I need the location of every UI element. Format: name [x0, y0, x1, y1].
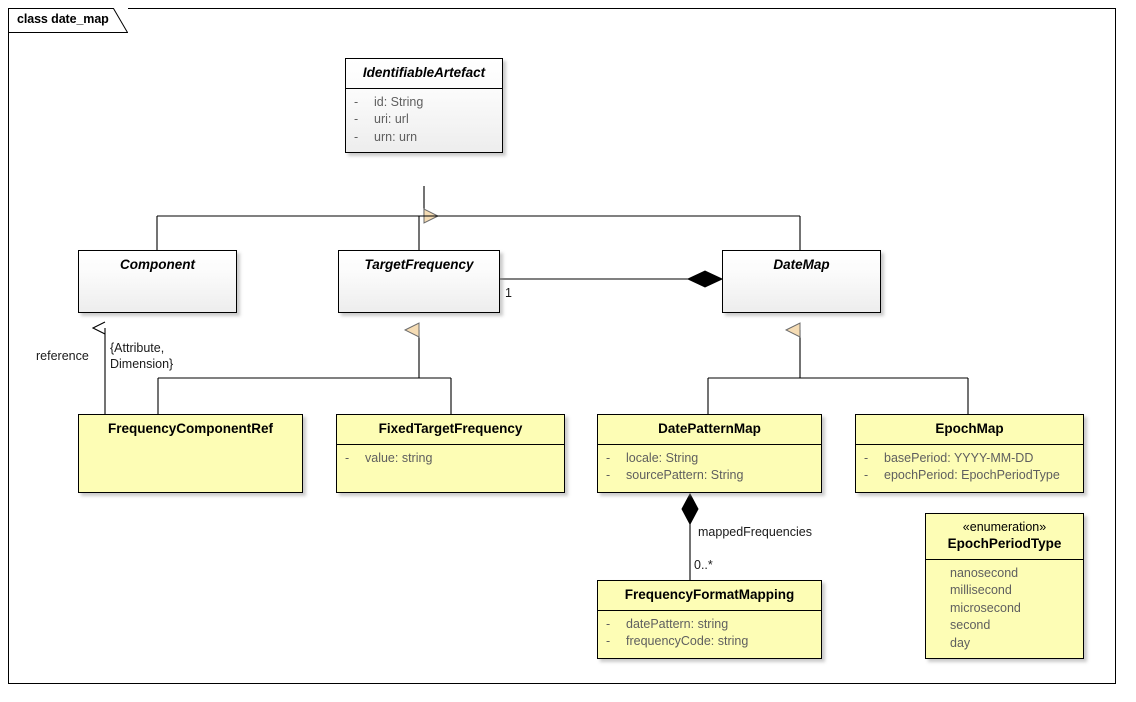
class-name-frequency-format-mapping: FrequencyFormatMapping	[624, 587, 795, 602]
attribute-row: -locale: String	[598, 450, 821, 468]
attribute-visibility: -	[606, 616, 611, 631]
attribute-visibility: -	[345, 450, 350, 465]
attribute-visibility: -	[864, 450, 869, 465]
class-name-frequency-component-ref: FrequencyComponentRef	[107, 421, 273, 436]
attribute-row: -datePattern: string	[598, 616, 821, 634]
class-date-pattern-map[interactable]: DatePatternMap -locale: String -sourcePa…	[597, 414, 822, 493]
enum-literal: nanosecond	[950, 565, 1019, 580]
class-divider	[598, 443, 821, 445]
attribute-compartment: -value: string	[337, 445, 564, 474]
attribute-visibility: -	[354, 94, 359, 109]
class-date-map[interactable]: DateMap	[722, 250, 881, 313]
attribute-compartment: -basePeriod: YYYY-MM-DD -epochPeriod: Ep…	[856, 445, 1083, 491]
edge-label-component-constraint: {Attribute, Dimension}	[110, 341, 174, 371]
literal-compartment: nanosecond millisecond microsecond secon…	[926, 560, 1083, 659]
class-divider	[346, 87, 502, 89]
attribute-visibility: -	[606, 634, 611, 649]
class-name-date-pattern-map: DatePatternMap	[658, 421, 761, 436]
class-name-component: Component	[120, 257, 195, 272]
enum-literal: second	[950, 618, 991, 632]
enumeration-stereotype: «enumeration»	[962, 520, 1047, 534]
attribute-visibility: -	[354, 112, 359, 127]
attribute-text: urn: urn	[374, 129, 418, 144]
class-name-fixed-target-frequency: FixedTargetFrequency	[378, 421, 523, 436]
diagram-title: class date_map	[17, 12, 109, 26]
attribute-text: locale: String	[626, 450, 699, 465]
diagram-frame	[8, 8, 1116, 684]
diagram-title-tab: class date_map	[8, 8, 128, 33]
attribute-text: uri: url	[374, 112, 409, 127]
class-frequency-format-mapping[interactable]: FrequencyFormatMapping -datePattern: str…	[597, 580, 822, 659]
enumeration-epoch-period-type[interactable]: «enumeration» EpochPeriodType nanosecond…	[925, 513, 1084, 659]
role-label-mapped-frequencies: mappedFrequencies	[698, 525, 812, 539]
class-name-target-frequency: TargetFrequency	[364, 257, 474, 272]
enumeration-name: EpochPeriodType	[947, 535, 1062, 551]
attribute-row: -urn: urn	[346, 129, 502, 147]
class-name-epoch-map: EpochMap	[935, 421, 1004, 436]
class-divider	[337, 443, 564, 445]
class-frequency-component-ref[interactable]: FrequencyComponentRef	[78, 414, 303, 493]
attribute-visibility: -	[864, 468, 869, 483]
attribute-visibility: -	[606, 450, 611, 465]
class-divider	[926, 558, 1083, 560]
attribute-text: epochPeriod: EpochPeriodType	[884, 468, 1060, 483]
attribute-text: sourcePattern: String	[626, 468, 744, 483]
attribute-text: basePeriod: YYYY-MM-DD	[884, 450, 1034, 465]
enum-literal: microsecond	[950, 600, 1021, 615]
attribute-row: -epochPeriod: EpochPeriodType	[856, 467, 1083, 485]
attribute-compartment: -locale: String -sourcePattern: String	[598, 445, 821, 491]
title-tab-shape	[8, 8, 128, 33]
class-divider	[856, 443, 1083, 445]
attribute-text: datePattern: string	[626, 616, 729, 631]
attribute-row: -value: string	[337, 450, 564, 468]
edge-label-reference: reference	[36, 349, 89, 363]
multiplicity-target-frequency: 1	[505, 286, 512, 300]
attribute-compartment: -id: String -uri: url -urn: urn	[346, 89, 502, 152]
class-epoch-map[interactable]: EpochMap -basePeriod: YYYY-MM-DD -epochP…	[855, 414, 1084, 493]
enum-literal: day	[950, 635, 971, 650]
class-name-identifiable-artefact: IdentifiableArtefact	[362, 65, 486, 80]
class-divider	[598, 609, 821, 611]
class-name-date-map: DateMap	[773, 257, 830, 272]
attribute-visibility: -	[606, 468, 611, 483]
attribute-text: value: string	[365, 450, 433, 465]
attribute-row: -basePeriod: YYYY-MM-DD	[856, 450, 1083, 468]
enumeration-header: «enumeration» EpochPeriodType	[926, 514, 1083, 559]
attribute-row: -frequencyCode: string	[598, 633, 821, 651]
class-component[interactable]: Component	[78, 250, 237, 313]
attribute-row: -id: String	[346, 94, 502, 112]
attribute-row: -sourcePattern: String	[598, 467, 821, 485]
multiplicity-mapped-frequencies: 0..*	[694, 558, 713, 572]
attribute-compartment: -datePattern: string -frequencyCode: str…	[598, 611, 821, 657]
class-fixed-target-frequency[interactable]: FixedTargetFrequency -value: string	[336, 414, 565, 493]
attribute-text: frequencyCode: string	[626, 634, 749, 649]
attribute-visibility: -	[354, 129, 359, 144]
enum-literal: millisecond	[950, 583, 1012, 597]
attribute-row: -uri: url	[346, 111, 502, 129]
class-identifiable-artefact[interactable]: IdentifiableArtefact -id: String -uri: u…	[345, 58, 503, 153]
attribute-text: id: String	[374, 94, 424, 109]
class-target-frequency[interactable]: TargetFrequency	[338, 250, 500, 313]
